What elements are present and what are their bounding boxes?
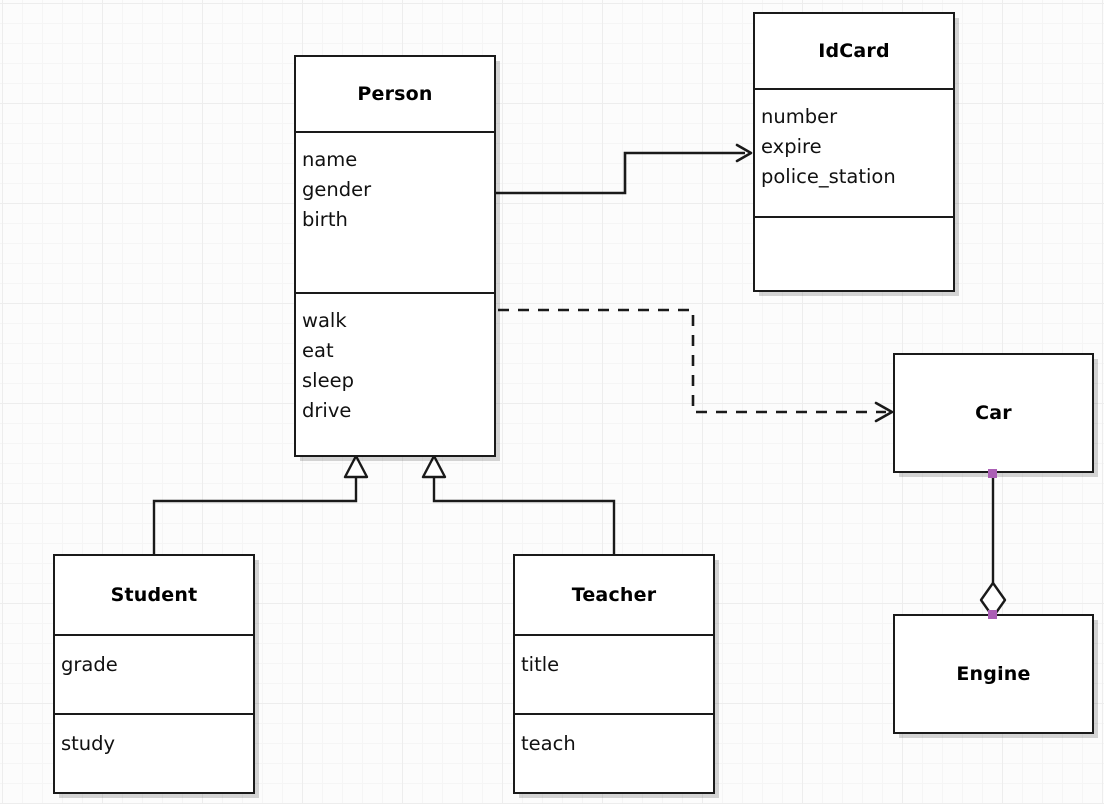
attribute-item: birth [302,208,348,231]
attribute-item: title [521,653,560,676]
attribute-item: grade [61,653,118,676]
relation-teacher-person[interactable] [421,454,616,556]
hollow-triangle-arrowhead-icon [421,454,447,479]
selection-handle-car-bottom[interactable] [988,469,997,478]
class-title-teacher: Teacher [515,556,713,634]
class-title-student: Student [55,556,253,634]
class-attributes-idcard: number expire police_station [755,88,953,216]
class-methods-teacher: teach [515,713,713,792]
method-item: sleep [302,369,354,392]
class-name-label: Car [975,402,1012,424]
relation-person-car[interactable] [498,308,894,423]
method-item: eat [302,339,334,362]
uml-class-idcard[interactable]: IdCard number expire police_station [753,12,955,292]
attribute-item: gender [302,178,372,201]
class-methods-student: study [55,713,253,792]
attribute-item: expire [761,135,822,158]
class-attributes-student: grade [55,634,253,713]
class-name-label: Engine [956,663,1031,685]
hollow-triangle-arrowhead-icon [343,454,369,479]
method-item: drive [302,399,352,422]
selection-handle-engine-top[interactable] [988,610,997,619]
relation-person-idcard[interactable] [496,143,753,195]
class-title-car: Car [895,355,1092,471]
class-title-person: Person [296,57,494,131]
class-methods-person: walk eat sleep drive [296,292,494,455]
uml-class-engine[interactable]: Engine [893,614,1094,734]
class-name-label: Teacher [571,584,657,606]
class-title-idcard: IdCard [755,14,953,88]
method-item: teach [521,732,576,755]
class-attributes-teacher: title [515,634,713,713]
uml-class-student[interactable]: Student grade study [53,554,255,794]
relation-car-engine[interactable] [979,473,1007,619]
method-item: walk [302,309,347,332]
class-name-label: IdCard [818,40,890,62]
class-title-engine: Engine [895,616,1092,732]
class-methods-idcard [755,216,953,290]
uml-class-car[interactable]: Car [893,353,1094,473]
open-arrowhead-icon [735,143,753,163]
attribute-item: number [761,105,838,128]
class-name-label: Person [357,83,433,105]
uml-class-person[interactable]: Person name gender birth walk eat sleep … [294,55,496,457]
class-attributes-person: name gender birth [296,131,494,292]
method-item: study [61,732,116,755]
class-name-label: Student [110,584,198,606]
attribute-item: police_station [761,165,896,188]
attribute-item: name [302,148,358,171]
uml-class-teacher[interactable]: Teacher title teach [513,554,715,794]
open-arrowhead-icon [874,401,894,423]
relation-student-person[interactable] [152,454,369,556]
